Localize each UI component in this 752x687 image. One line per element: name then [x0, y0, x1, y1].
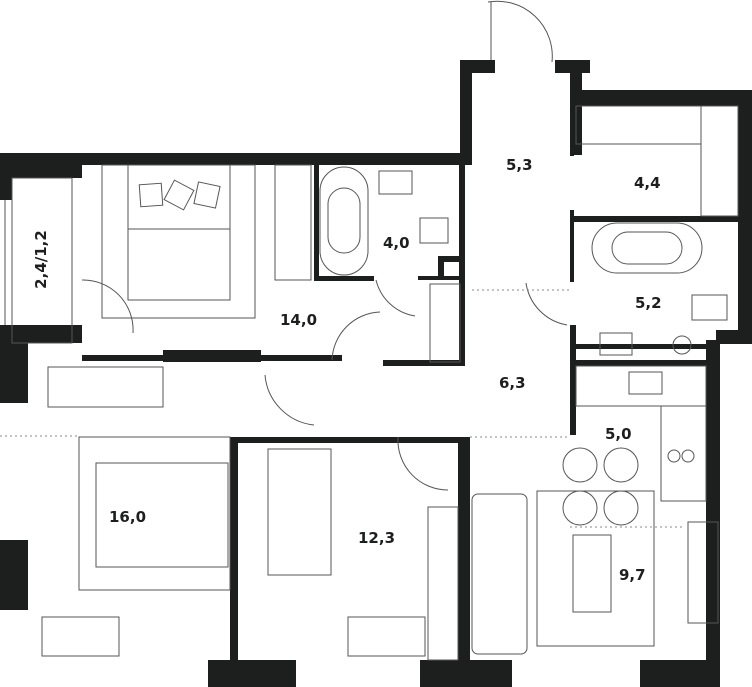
room-area-bedroom-1: 14,0: [280, 311, 318, 329]
room-area-balcony: 2,4/1,2: [31, 230, 50, 289]
room-area-bathroom-2: 5,2: [635, 294, 662, 312]
room-area-kitchen: 5,0: [605, 425, 632, 443]
room-area-master-bedroom: 16,0: [109, 508, 147, 526]
fixtures: [4, 0, 739, 661]
room-area-wardrobe: 4,4: [634, 174, 661, 192]
walls: [0, 60, 752, 687]
room-area-entrance-hall: 5,3: [506, 156, 533, 174]
room-area-bedroom-2: 12,3: [358, 529, 396, 547]
room-area-living-room: 9,7: [619, 566, 646, 584]
dotted-lines: [0, 289, 682, 528]
room-area-corridor: 6,3: [499, 374, 526, 392]
room-area-bathroom-1: 4,0: [383, 234, 410, 252]
